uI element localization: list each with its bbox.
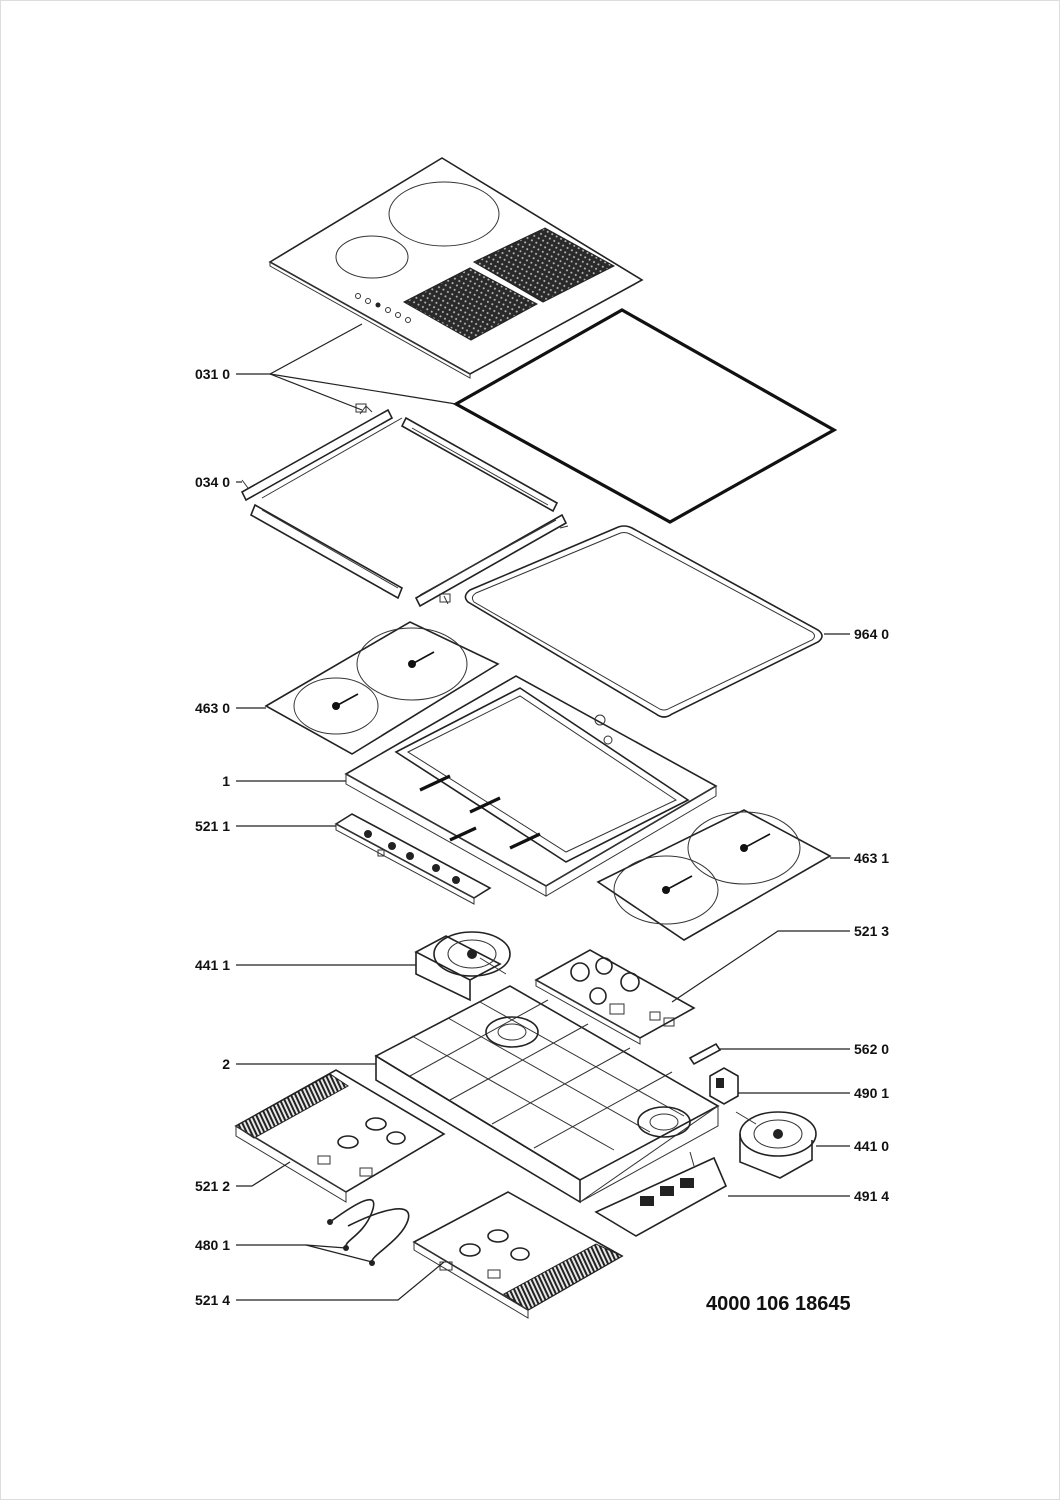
frame-gasket <box>464 525 823 718</box>
bottom-housing-tray <box>374 985 720 1204</box>
part-label-0340: 034 0 <box>194 474 230 490</box>
top-seal-gasket <box>452 308 838 524</box>
glass-cooktop-plate <box>268 157 644 379</box>
control-board <box>334 813 492 905</box>
side-frame-profiles <box>240 403 569 608</box>
power-board-left <box>234 1069 446 1203</box>
part-label-0310: 031 0 <box>194 366 230 382</box>
part-label-4410: 441 0 <box>854 1138 890 1154</box>
part-label-4411: 441 1 <box>194 957 230 973</box>
part-label-9640: 964 0 <box>854 626 890 642</box>
leader-lines <box>236 323 850 1301</box>
part-label-1: 1 <box>222 773 230 789</box>
part-label-4631: 463 1 <box>854 850 890 866</box>
part-label-4914: 491 4 <box>854 1188 890 1204</box>
induction-coil-plate-right <box>596 809 832 941</box>
control-buttons-icon <box>355 293 411 323</box>
induction-coil-plate-left <box>264 621 500 755</box>
connection-cables <box>327 1198 410 1266</box>
part-label-5214: 521 4 <box>194 1292 230 1308</box>
part-label-5212: 521 2 <box>194 1178 230 1194</box>
part-label-4630: 463 0 <box>194 700 230 716</box>
filter-board <box>594 1151 728 1237</box>
fuse-holder <box>688 1042 722 1066</box>
cooling-fan-right <box>735 1111 817 1179</box>
part-label-4801: 480 1 <box>194 1237 230 1253</box>
part-label-2: 2 <box>222 1056 230 1072</box>
cable-clamp <box>709 1067 739 1105</box>
document-number: 4000 106 18645 <box>706 1293 851 1315</box>
part-label-5213: 521 3 <box>854 923 890 939</box>
part-label-4901: 490 1 <box>854 1085 890 1101</box>
part-label-5211: 521 1 <box>194 818 230 834</box>
part-label-5620: 562 0 <box>854 1041 890 1057</box>
power-board-bottom <box>412 1191 624 1319</box>
main-support-frame <box>344 675 718 897</box>
cooling-fan-left <box>414 931 511 1002</box>
power-board-right <box>534 949 696 1045</box>
